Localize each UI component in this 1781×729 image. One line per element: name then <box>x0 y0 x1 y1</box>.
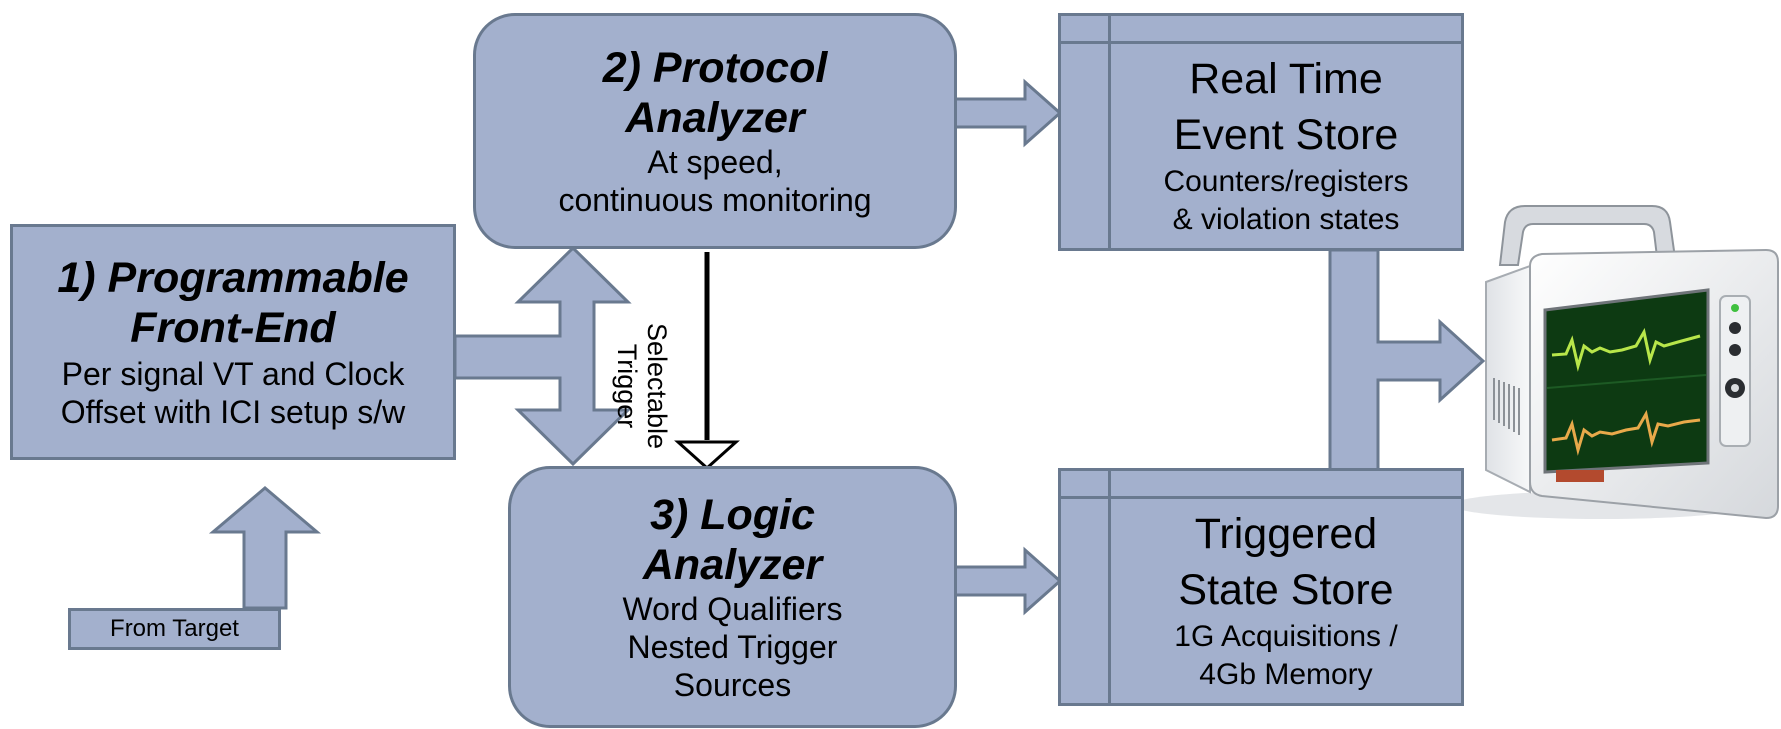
trigger-label-line-2: Trigger <box>612 343 642 429</box>
triggered-title-line-1: Triggered <box>1194 509 1378 558</box>
front-end-output-arrow <box>453 245 632 467</box>
realtime-store-text: Real Time Event Store Counters/registers… <box>1111 41 1461 248</box>
front-end-title-line-2: Front-End <box>130 304 336 352</box>
trigger-label-line-1: Selectable <box>642 322 672 450</box>
protocol-desc-line-2: continuous monitoring <box>558 182 872 218</box>
triggered-title-line-2: State Store <box>1178 565 1394 614</box>
logic-title-line-2: Analyzer <box>642 541 823 589</box>
protocol-analyzer-title: 2) Protocol Analyzer <box>603 43 828 143</box>
selectable-trigger-label: Selectable Trigger <box>612 286 672 486</box>
protocol-title-line-1: 2) Protocol <box>602 44 828 92</box>
realtime-desc-line-1: Counters/registers <box>1163 164 1409 198</box>
realtime-title-line-1: Real Time <box>1189 54 1383 103</box>
logic-desc-line-1: Word Qualifiers <box>622 591 843 627</box>
front-end-desc-line-2: Offset with ICI setup s/w <box>60 394 406 430</box>
protocol-to-realtime-arrow <box>953 78 1063 148</box>
logic-analyzer-box: 3) Logic Analyzer Word Qualifiers Nested… <box>508 466 957 728</box>
protocol-desc-line-1: At speed, <box>647 144 783 180</box>
triggered-store-description: 1G Acquisitions / 4Gb Memory <box>1174 618 1397 694</box>
triggered-store-text: Triggered State Store 1G Acquisitions / … <box>1111 496 1461 703</box>
triggered-desc-line-2: 4Gb Memory <box>1199 657 1373 691</box>
selectable-trigger-arrowhead <box>674 440 740 471</box>
store-header-divider <box>1061 496 1461 499</box>
protocol-analyzer-description: At speed, continuous monitoring <box>558 143 871 219</box>
store-header-divider <box>1061 41 1461 44</box>
from-target-arrow <box>208 486 322 610</box>
logic-desc-line-3: Sources <box>673 667 792 703</box>
realtime-event-store-box: Real Time Event Store Counters/registers… <box>1058 13 1464 251</box>
triggered-state-store-box: Triggered State Store 1G Acquisitions / … <box>1058 468 1464 706</box>
front-end-desc-line-1: Per signal VT and Clock <box>61 356 405 392</box>
from-target-label: From Target <box>68 608 281 650</box>
store-column-divider <box>1108 471 1111 703</box>
protocol-title-line-2: Analyzer <box>625 94 805 142</box>
stores-to-monitor-arrow <box>1328 248 1486 472</box>
patient-monitor-icon <box>1452 205 1779 520</box>
realtime-store-title: Real Time Event Store <box>1174 51 1399 163</box>
triggered-store-title: Triggered State Store <box>1178 506 1393 618</box>
triggered-desc-line-1: 1G Acquisitions / <box>1174 619 1398 653</box>
front-end-title: 1) Programmable Front-End <box>57 253 408 353</box>
protocol-analyzer-box: 2) Protocol Analyzer At speed, continuou… <box>473 13 957 249</box>
realtime-title-line-2: Event Store <box>1173 110 1399 159</box>
programmable-front-end-box: 1) Programmable Front-End Per signal VT … <box>10 224 456 460</box>
realtime-store-description: Counters/registers & violation states <box>1163 163 1408 239</box>
logic-title-line-1: 3) Logic <box>650 491 815 539</box>
store-column-divider <box>1108 16 1111 248</box>
realtime-desc-line-2: & violation states <box>1172 202 1400 236</box>
logic-desc-line-2: Nested Trigger <box>627 629 838 665</box>
logic-analyzer-description: Word Qualifiers Nested Trigger Sources <box>623 590 843 704</box>
front-end-description: Per signal VT and Clock Offset with ICI … <box>61 355 405 431</box>
front-end-title-line-1: 1) Programmable <box>57 254 409 302</box>
logic-to-triggered-arrow <box>953 546 1063 616</box>
logic-analyzer-title: 3) Logic Analyzer <box>643 490 822 590</box>
